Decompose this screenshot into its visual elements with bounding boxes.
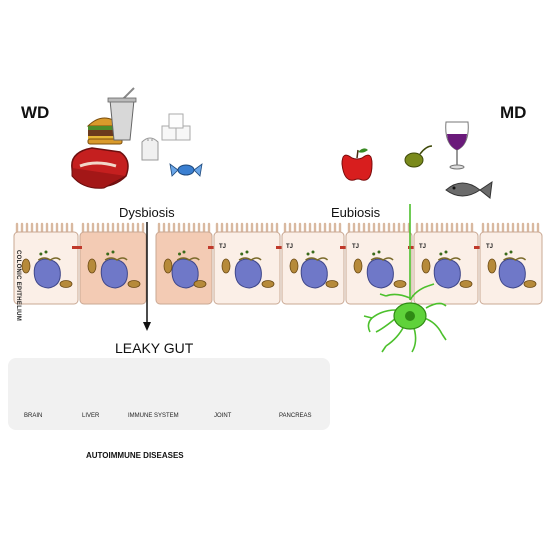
organ-label-pancreas: PANCREAS [279, 413, 312, 419]
vesicle [377, 250, 381, 254]
tight-junction-label: TJ [352, 244, 360, 250]
tight-junction [72, 246, 82, 249]
nucleus [234, 258, 262, 289]
nucleus [433, 258, 461, 289]
mitochondrion [21, 258, 31, 274]
microvilli [157, 222, 211, 234]
leaky-gut-label: LEAKY GUT [115, 340, 194, 356]
tight-junction [276, 246, 285, 249]
vesicle [444, 250, 448, 254]
organ-label-brain: BRAIN [24, 413, 43, 419]
sugar-cubes-icon [161, 113, 191, 141]
mitochondrion [421, 258, 431, 274]
mitochondrion [221, 258, 231, 274]
golgi [104, 257, 128, 261]
vesicle [439, 252, 443, 256]
vesicle [111, 250, 115, 254]
nucleus [171, 258, 199, 289]
vesicle [306, 252, 310, 256]
arrow-to-leaky-gut [143, 222, 151, 331]
vesicle [311, 250, 315, 254]
colonic-epithelium-label: COLONIC EPITHELIUM [15, 250, 21, 322]
microvilli [81, 222, 145, 234]
golgi [176, 257, 200, 261]
vesicle [178, 252, 182, 256]
organ-label-liver: LIVER [82, 413, 100, 419]
mitochondrion [193, 280, 207, 288]
tight-junction-label: TJ [219, 244, 227, 250]
vesicle [245, 250, 249, 254]
nucleus [498, 258, 526, 289]
mitochondrion [487, 258, 497, 274]
microvilli [347, 222, 411, 234]
apple-icon [341, 148, 373, 181]
tight-junction [208, 246, 217, 249]
organ-panel [8, 358, 330, 430]
tight-junction [474, 246, 483, 249]
meat-icon [71, 147, 129, 189]
nucleus [300, 258, 328, 289]
organ-label-joint: JOINT [214, 413, 232, 419]
microvilli [481, 222, 540, 234]
nucleus [366, 258, 394, 289]
organ-label-immune-system: IMMUNE SYSTEM [128, 413, 179, 419]
olive-icon [404, 145, 433, 168]
tight-junction-label: TJ [286, 244, 294, 250]
mitochondrion [163, 258, 173, 274]
soda-cup-icon [107, 87, 137, 141]
nucleus [33, 258, 61, 289]
tight-junction [408, 246, 417, 249]
vesicle [39, 252, 43, 256]
dysbiosis-label: Dysbiosis [119, 205, 175, 220]
mitochondrion [289, 258, 299, 274]
vesicle [240, 252, 244, 256]
vesicle [106, 252, 110, 256]
golgi [503, 257, 527, 261]
salt-shaker-icon [141, 137, 159, 161]
western-diet-label: WD [21, 103, 50, 122]
tight-junction-label: TJ [486, 244, 494, 250]
mitochondrion [393, 280, 407, 288]
mitochondrion [87, 258, 97, 274]
autoimmune-diseases-label: AUTOIMMUNE DISEASES [86, 451, 184, 460]
mitochondrion [261, 280, 275, 288]
golgi [370, 257, 394, 261]
vesicle [504, 252, 508, 256]
mitochondrion [459, 280, 473, 288]
mitochondrion [127, 280, 141, 288]
eubiosis-label: Eubiosis [331, 205, 381, 220]
mitochondrion [353, 258, 363, 274]
microvilli [15, 222, 74, 234]
mediterranean-diet-label: MD [500, 103, 527, 122]
tight-junction [340, 246, 349, 249]
candy-icon [169, 163, 203, 177]
mitochondrion [523, 280, 537, 288]
tight-junction-label: TJ [419, 244, 427, 250]
vesicle [182, 250, 186, 254]
mitochondrion [59, 280, 73, 288]
golgi [37, 257, 61, 261]
vesicle [509, 250, 513, 254]
vesicle [372, 252, 376, 256]
vesicle [44, 250, 48, 254]
microvilli [415, 222, 474, 234]
enteric-neuron [363, 204, 447, 353]
microvilli [283, 222, 342, 234]
colonic-epithelium [13, 222, 543, 305]
nucleus [100, 258, 128, 289]
microvilli [215, 222, 279, 234]
golgi [437, 257, 461, 261]
golgi [238, 257, 262, 261]
golgi [305, 257, 329, 261]
mitochondrion [325, 280, 339, 288]
wine-glass-icon [445, 121, 469, 170]
fish-icon [445, 180, 493, 199]
